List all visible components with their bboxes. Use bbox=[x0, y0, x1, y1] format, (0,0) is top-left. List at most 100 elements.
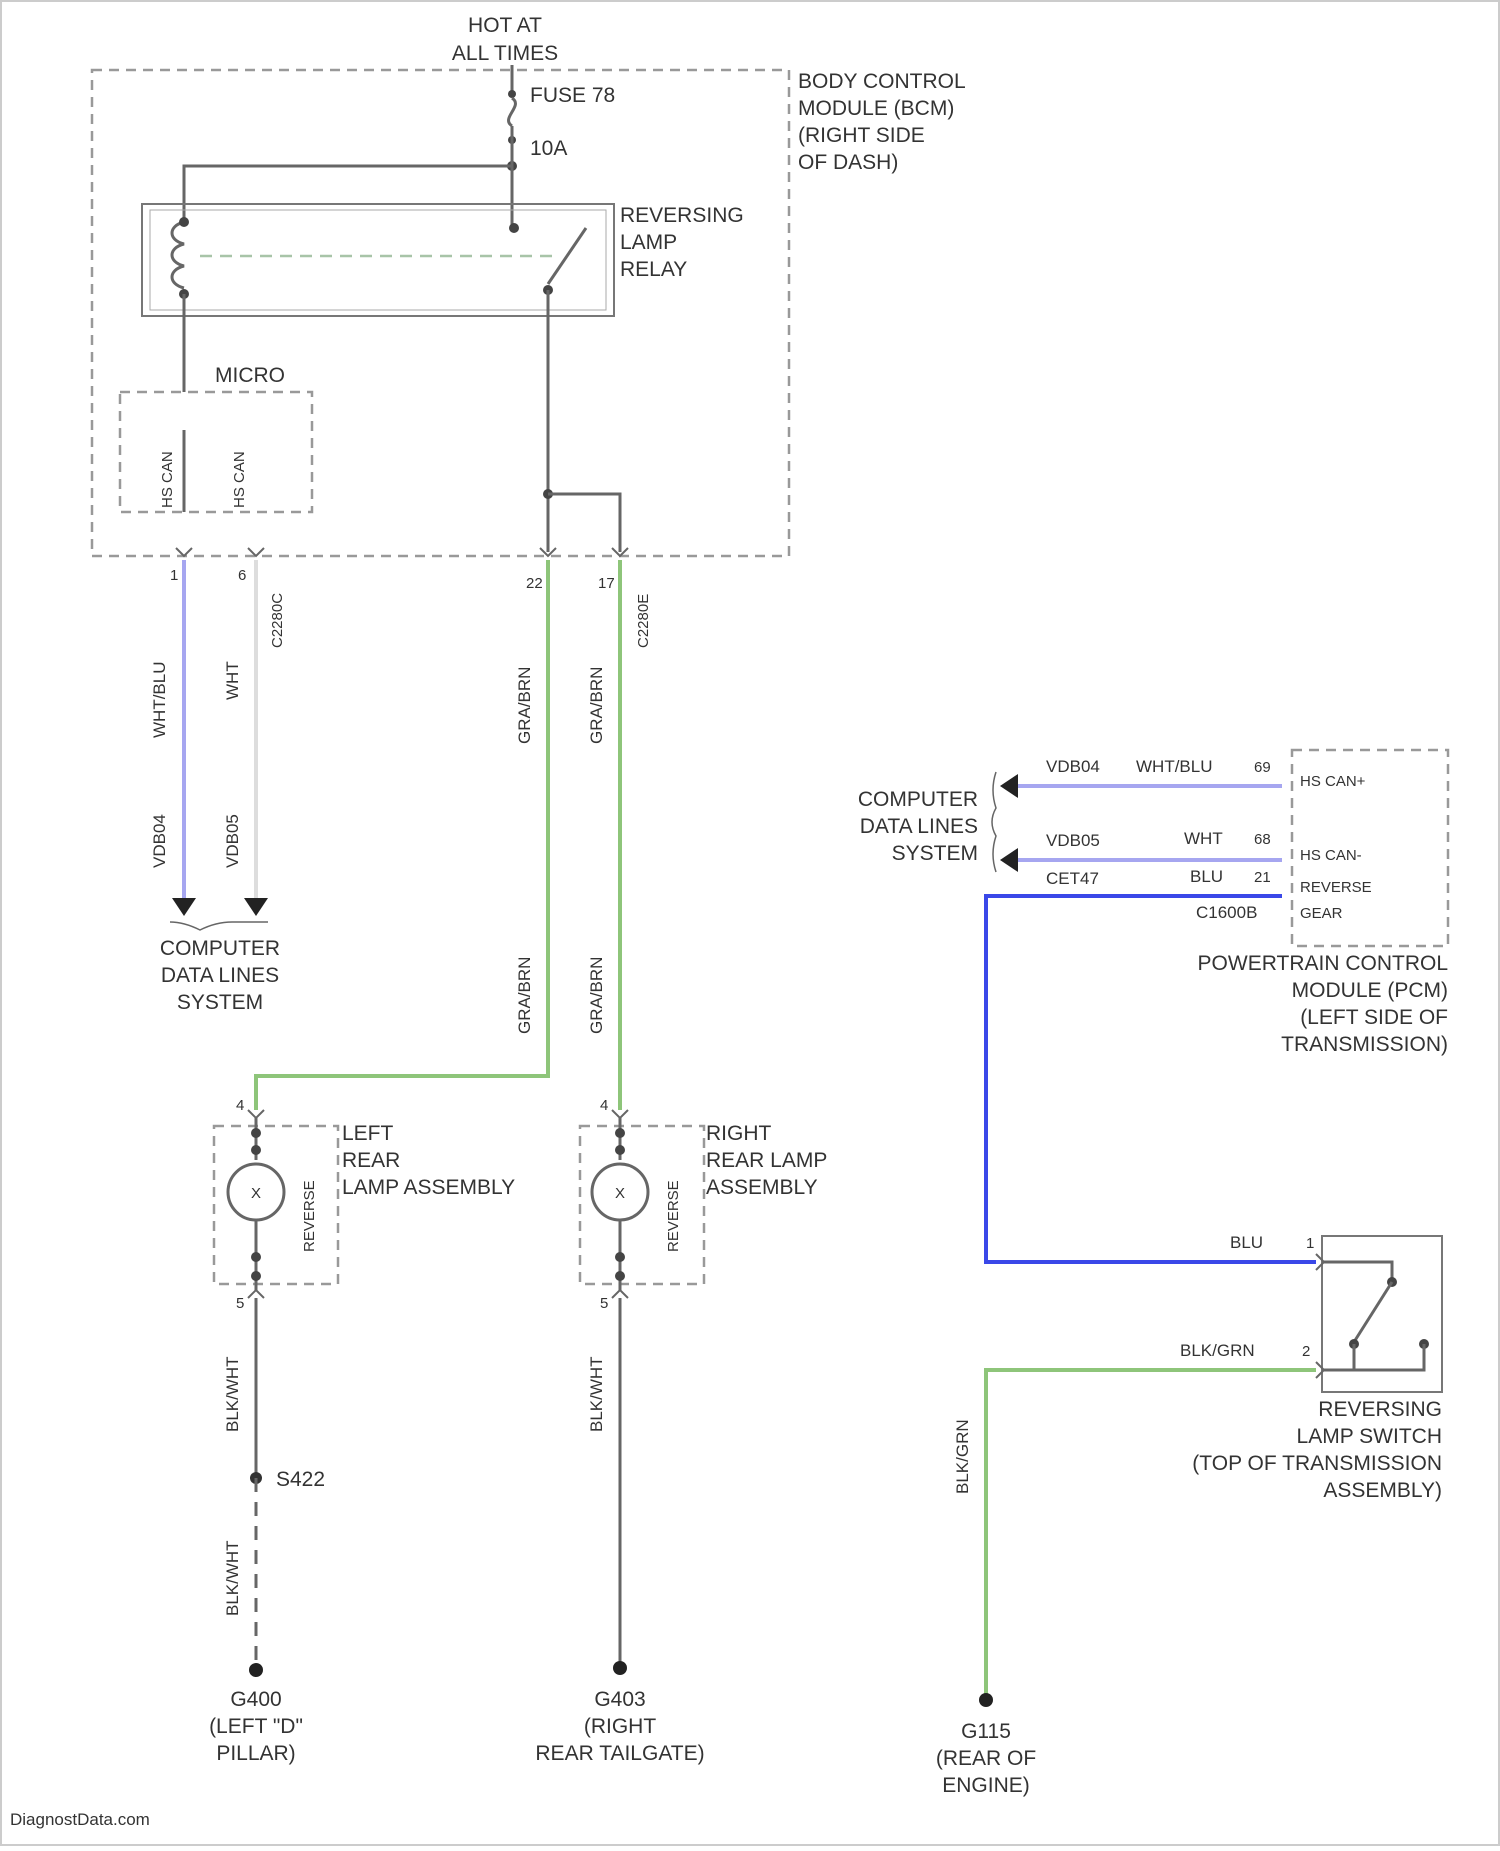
left-lamp-dot-1 bbox=[251, 1128, 261, 1138]
fuse-terminal-top bbox=[508, 90, 516, 98]
right-lamp-dot-1 bbox=[615, 1128, 625, 1138]
right-lamp-dot-2 bbox=[615, 1145, 625, 1155]
relay-output-branch bbox=[548, 494, 620, 552]
pcm-gear-label: GEAR bbox=[1300, 905, 1343, 922]
micro-box bbox=[120, 392, 312, 512]
ground-g403-line3: REAR TAILGATE) bbox=[535, 1742, 704, 1765]
ground-g115-line3: ENGINE) bbox=[942, 1774, 1030, 1797]
feed-wire-color-1b: GRA/BRN bbox=[515, 957, 534, 1034]
ground-g115-dot bbox=[979, 1693, 993, 1707]
pcm-row2-vdb: VDB05 bbox=[1046, 831, 1100, 850]
bcm-label-line2: MODULE (BCM) bbox=[798, 97, 954, 120]
fuse-rating: 10A bbox=[530, 137, 567, 160]
right-lamp-bottom-connector bbox=[612, 1290, 628, 1298]
pcm-row3-name: REVERSE bbox=[1300, 879, 1372, 896]
left-lamp-label-line1: LEFT bbox=[342, 1122, 394, 1145]
pcm-row2-pin: 68 bbox=[1254, 831, 1271, 848]
switch-label-line4: ASSEMBLY) bbox=[1323, 1479, 1442, 1502]
cdl-left-arrow-2 bbox=[244, 898, 268, 916]
right-lamp-pin-top: 4 bbox=[600, 1097, 608, 1114]
right-lamp-label-line3: ASSEMBLY bbox=[706, 1176, 818, 1199]
bcm-splice-1: VDB04 bbox=[150, 814, 169, 868]
fuse-name: FUSE 78 bbox=[530, 84, 615, 107]
relay-switch-contact bbox=[548, 228, 586, 284]
switch-ground-wire-color: BLK/GRN bbox=[953, 1419, 972, 1494]
relay-label-line1: REVERSING bbox=[620, 204, 744, 227]
feed-wire-color-1a: GRA/BRN bbox=[515, 667, 534, 744]
cdl-left-arrow-1 bbox=[172, 898, 196, 916]
bcm-right-connector-id: C2280E bbox=[635, 594, 652, 648]
pcm-cdl-brace bbox=[992, 772, 996, 872]
switch-ground-wire bbox=[986, 1370, 1316, 1696]
left-lamp-label-line2: REAR bbox=[342, 1149, 400, 1172]
switch-wire1-color: BLU bbox=[1230, 1233, 1263, 1252]
left-lamp-feed-wire bbox=[256, 560, 548, 1110]
switch-label-line2: LAMP SWITCH bbox=[1297, 1425, 1442, 1448]
ground-g403-line2: (RIGHT bbox=[584, 1715, 656, 1738]
right-lamp-bulb-symbol: X bbox=[615, 1185, 625, 1202]
bcm-label-line3: (RIGHT SIDE bbox=[798, 124, 925, 147]
micro-title: MICRO bbox=[215, 364, 285, 387]
ground-g400-line2: (LEFT "D" bbox=[209, 1715, 303, 1738]
cdl-right-line1: COMPUTER bbox=[858, 788, 978, 811]
switch-internal-bottom bbox=[1324, 1344, 1354, 1370]
bcm-wire-color-2: WHT bbox=[223, 661, 242, 700]
bcm-pin-1-label: 1 bbox=[170, 567, 178, 584]
ground-g403-line1: G403 bbox=[594, 1688, 645, 1711]
left-ground-wire-color-b: BLK/WHT bbox=[223, 1540, 242, 1616]
pcm-cdl-arrow-1 bbox=[1000, 774, 1018, 798]
pcm-row2-name: HS CAN- bbox=[1300, 847, 1362, 864]
right-lamp-pin-bottom: 5 bbox=[600, 1295, 608, 1312]
right-lamp-label-line2: REAR LAMP bbox=[706, 1149, 827, 1172]
left-lamp-bulb-symbol: X bbox=[251, 1185, 261, 1202]
switch-pin2-label: 2 bbox=[1302, 1343, 1310, 1360]
ground-g400-dot bbox=[249, 1663, 263, 1677]
feed-wire-color-2b: GRA/BRN bbox=[587, 957, 606, 1034]
pcm-row1-pin: 69 bbox=[1254, 759, 1271, 776]
pcm-row1-vdb: VDB04 bbox=[1046, 757, 1100, 776]
splice-s422-label: S422 bbox=[276, 1468, 325, 1491]
cdl-right-line3: SYSTEM bbox=[892, 842, 978, 865]
bcm-left-connector-id: C2280C bbox=[269, 593, 286, 648]
micro-pin-label-2: HS CAN bbox=[231, 451, 248, 508]
relay-label-line2: LAMP bbox=[620, 231, 677, 254]
right-lamp-label-line1: RIGHT bbox=[706, 1122, 772, 1145]
relay-switch-input-dot bbox=[509, 223, 519, 233]
pcm-row2-wire: WHT bbox=[1184, 829, 1223, 848]
pcm-row1-name: HS CAN+ bbox=[1300, 773, 1366, 790]
bcm-splice-2: VDB05 bbox=[223, 814, 242, 868]
left-lamp-top-connector bbox=[248, 1110, 264, 1118]
bcm-pin-22-label: 22 bbox=[526, 575, 543, 592]
micro-pin-label-1: HS CAN bbox=[159, 451, 176, 508]
right-lamp-top-connector bbox=[612, 1110, 628, 1118]
power-label-line1: HOT AT bbox=[468, 14, 542, 37]
pcm-label-line2: MODULE (PCM) bbox=[1292, 979, 1448, 1002]
cdl-left-line3: SYSTEM bbox=[177, 991, 263, 1014]
cdl-left-line2: DATA LINES bbox=[161, 964, 279, 987]
power-label-line2: ALL TIMES bbox=[452, 42, 558, 65]
pcm-label-line4: TRANSMISSION) bbox=[1281, 1033, 1448, 1056]
switch-label-line1: REVERSING bbox=[1318, 1398, 1442, 1421]
left-lamp-dot-4 bbox=[251, 1271, 261, 1281]
switch-internal-return bbox=[1354, 1344, 1424, 1370]
cdl-left-line1: COMPUTER bbox=[160, 937, 280, 960]
pcm-row3-vdb: CET47 bbox=[1046, 869, 1099, 888]
watermark: DiagnostData.com bbox=[10, 1810, 150, 1829]
bcm-wire-color-1: WHT/BLU bbox=[150, 662, 169, 739]
relay-coil bbox=[172, 222, 184, 288]
pcm-cdl-arrow-2 bbox=[1000, 848, 1018, 872]
pcm-label-line3: (LEFT SIDE OF bbox=[1300, 1006, 1448, 1029]
cdl-right-line2: DATA LINES bbox=[860, 815, 978, 838]
relay-inner-box bbox=[150, 210, 606, 310]
left-lamp-dot-2 bbox=[251, 1145, 261, 1155]
right-lamp-bulb-name: REVERSE bbox=[665, 1180, 682, 1252]
pcm-row1-wire: WHT/BLU bbox=[1136, 757, 1213, 776]
pcm-row3-wire: BLU bbox=[1190, 867, 1223, 886]
ground-g400-line1: G400 bbox=[230, 1688, 281, 1711]
bcm-pin-6-label: 6 bbox=[238, 567, 246, 584]
ground-g115-line2: (REAR OF bbox=[936, 1747, 1036, 1770]
bcm-label-line1: BODY CONTROL bbox=[798, 70, 966, 93]
bcm-pin-17-label: 17 bbox=[598, 575, 615, 592]
bcm-label-line4: OF DASH) bbox=[798, 151, 898, 174]
